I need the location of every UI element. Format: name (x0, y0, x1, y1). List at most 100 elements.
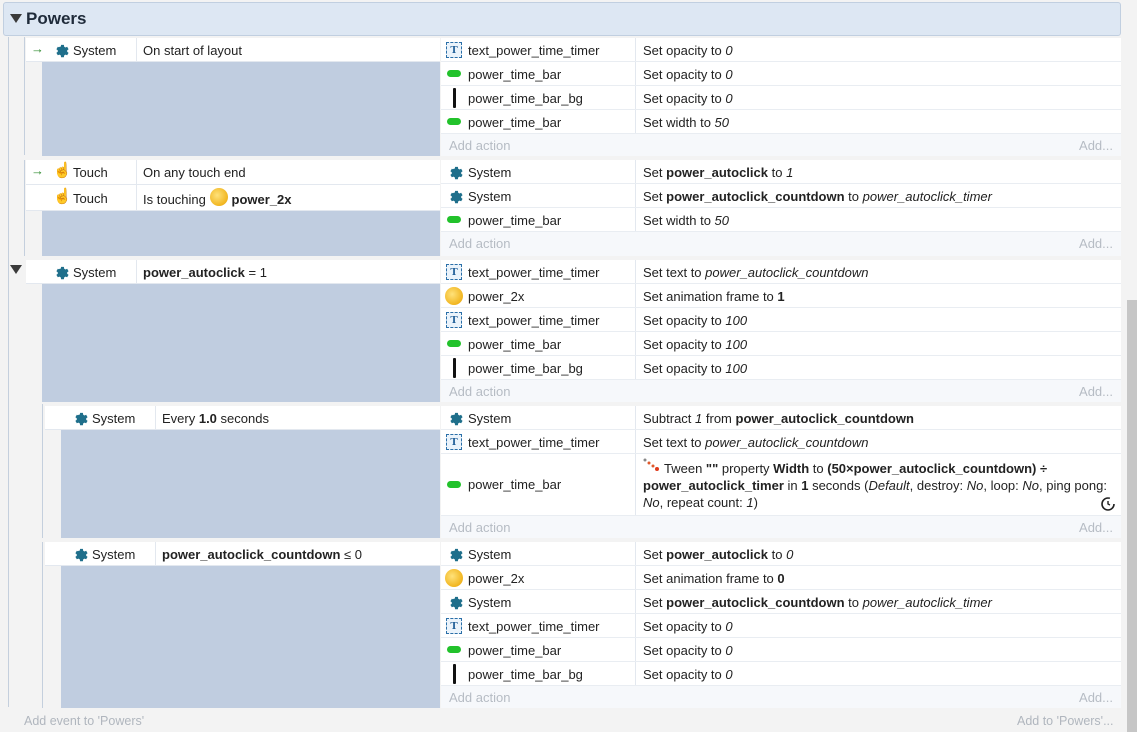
action-object: text_power_time_timer (468, 619, 600, 634)
gear-icon (450, 412, 463, 426)
add-action-link[interactable]: Add action (449, 384, 511, 399)
condition-text: On start of layout (143, 43, 242, 58)
action-row[interactable]: power_time_bar_bg Set opacity to 0 (441, 86, 1121, 110)
actions-block: T text_power_time_timer Set text to powe… (441, 260, 1121, 402)
add-action-link[interactable]: Add action (449, 138, 511, 153)
add-action-link[interactable]: Add action (449, 236, 511, 251)
action-row[interactable]: power_time_bar Set width to 50 (441, 208, 1121, 232)
condition-row[interactable]: System power_autoclick_countdown ≤ 0 (45, 542, 440, 566)
action-row[interactable]: power_time_bar Set opacity to 0 (441, 638, 1121, 662)
action-object: power_time_bar_bg (468, 91, 583, 106)
subevent-block[interactable] (61, 542, 440, 708)
add-more-link[interactable]: Add... (1079, 384, 1113, 399)
vertical-scrollbar[interactable] (1127, 300, 1137, 732)
power-2x-sprite-icon (445, 569, 463, 587)
condition-object: System (73, 265, 117, 280)
add-more-link[interactable]: Add... (1079, 690, 1113, 705)
condition-row[interactable]: System power_autoclick = 1 (26, 260, 440, 284)
action-row[interactable]: T text_power_time_timer Set opacity to 0 (441, 614, 1121, 638)
action-row[interactable]: power_2x Set animation frame to 1 (441, 284, 1121, 308)
action-text: Set opacity to 0 (643, 91, 733, 106)
add-more-link[interactable]: Add... (1079, 520, 1113, 535)
action-object: power_time_bar (468, 115, 562, 130)
add-action-row[interactable]: Add action Add... (441, 380, 1121, 402)
bar-bg-icon (453, 664, 456, 684)
action-object: power_time_bar (468, 213, 562, 228)
add-action-row[interactable]: Add action Add... (441, 516, 1121, 538)
add-event-link[interactable]: Add event to 'Powers' (24, 714, 145, 728)
actions-block: System Set power_autoclick to 1 System S… (441, 160, 1121, 256)
bar-bg-icon (453, 358, 456, 378)
action-row[interactable]: power_time_bar Set opacity to 0 (441, 62, 1121, 86)
action-row[interactable]: power_time_bar_bg Set opacity to 0 (441, 662, 1121, 686)
action-text: Set opacity to 0 (643, 67, 733, 82)
event-guide-line (24, 160, 25, 256)
subevent-guide-line (42, 542, 43, 708)
action-object: text_power_time_timer (468, 265, 600, 280)
add-action-row[interactable]: Add action Add... (441, 686, 1121, 708)
actions-block: System Subtract 1 from power_autoclick_c… (441, 406, 1121, 538)
action-object: System (468, 547, 512, 562)
touch-icon: ☝ (53, 162, 72, 179)
action-row[interactable]: power_time_bar Tween "" property Width t… (441, 454, 1121, 516)
condition-row[interactable]: → ☝ Touch On any touch end (26, 160, 440, 185)
expand-arrow-icon[interactable] (10, 265, 22, 274)
action-object: System (468, 189, 512, 204)
condition-row[interactable]: ☝ Touch Is touching power_2x (26, 185, 440, 211)
bar-bg-icon (453, 88, 456, 108)
condition-object: System (73, 43, 117, 58)
action-row[interactable]: System Set power_autoclick to 0 (441, 542, 1121, 566)
bar-icon (447, 340, 461, 347)
event-guide-line (24, 37, 25, 155)
action-row[interactable]: System Set power_autoclick_countdown to … (441, 184, 1121, 208)
add-more-link[interactable]: Add... (1079, 236, 1113, 251)
actions-block: System Set power_autoclick to 0 power_2x… (441, 542, 1121, 708)
text-object-icon: T (446, 312, 462, 328)
add-action-link[interactable]: Add action (449, 520, 511, 535)
condition-text: Every 1.0 seconds (162, 411, 269, 426)
condition-text: power_autoclick = 1 (143, 265, 267, 280)
add-to-group-link[interactable]: Add to 'Powers'... (1017, 714, 1114, 728)
condition-row[interactable]: → System On start of layout (26, 38, 440, 62)
add-action-row[interactable]: Add action Add... (441, 232, 1121, 256)
action-row[interactable]: power_time_bar_bg Set opacity to 100 (441, 356, 1121, 380)
action-row[interactable]: T text_power_time_timer Set text to powe… (441, 260, 1121, 284)
action-row[interactable]: System Set power_autoclick_countdown to … (441, 590, 1121, 614)
trigger-arrow-icon: → (31, 41, 44, 56)
tween-action-text: Tween "" property Width to (50×power_aut… (643, 461, 1107, 510)
action-row[interactable]: T text_power_time_timer Set opacity to 1… (441, 308, 1121, 332)
action-row[interactable]: power_time_bar Set opacity to 100 (441, 332, 1121, 356)
action-text: Set text to power_autoclick_countdown (643, 265, 869, 280)
condition-object: Touch (73, 191, 108, 206)
group-header[interactable] (3, 2, 1121, 36)
action-object: power_time_bar_bg (468, 361, 583, 376)
text-object-icon: T (446, 618, 462, 634)
action-text: Set power_autoclick_countdown to power_a… (643, 189, 992, 204)
group-guide-line (8, 37, 9, 707)
group-title: Powers (26, 9, 87, 28)
action-object: power_2x (468, 289, 525, 304)
condition-row[interactable]: System Every 1.0 seconds (45, 406, 440, 430)
gear-icon (450, 596, 463, 610)
action-text: Set width to 50 (643, 115, 730, 130)
action-object: power_time_bar (468, 477, 562, 492)
add-action-link[interactable]: Add action (449, 690, 511, 705)
tween-icon (643, 458, 659, 471)
action-object: power_time_bar (468, 67, 562, 82)
action-text: Set opacity to 100 (643, 361, 748, 376)
text-object-icon: T (446, 434, 462, 450)
action-row[interactable]: T text_power_time_timer Set opacity to 0 (441, 38, 1121, 62)
bar-icon (447, 118, 461, 125)
collapse-arrow-icon[interactable] (10, 14, 22, 23)
action-text: Set power_autoclick to 1 (643, 165, 794, 180)
text-object-icon: T (446, 42, 462, 58)
action-row[interactable]: System Subtract 1 from power_autoclick_c… (441, 406, 1121, 430)
action-row[interactable]: System Set power_autoclick to 1 (441, 160, 1121, 184)
action-text: Set opacity to 0 (643, 619, 733, 634)
add-action-row[interactable]: Add action Add... (441, 134, 1121, 156)
add-more-link[interactable]: Add... (1079, 138, 1113, 153)
bar-icon (447, 646, 461, 653)
action-row[interactable]: power_time_bar Set width to 50 (441, 110, 1121, 134)
action-row[interactable]: power_2x Set animation frame to 0 (441, 566, 1121, 590)
action-row[interactable]: T text_power_time_timer Set text to powe… (441, 430, 1121, 454)
